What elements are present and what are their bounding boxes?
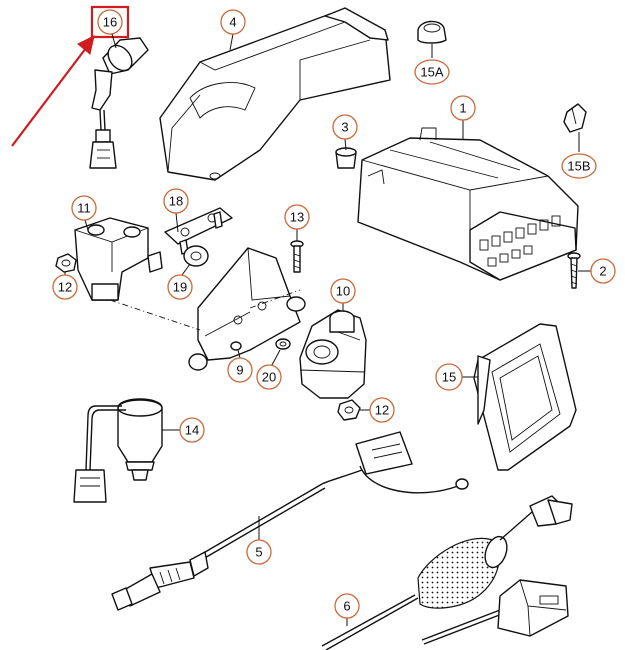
svg-text:15: 15 (442, 370, 456, 385)
svg-text:5: 5 (255, 545, 262, 560)
svg-text:10: 10 (336, 284, 350, 299)
svg-text:15B: 15B (567, 159, 590, 174)
callout-12-left[interactable]: 12 (52, 272, 78, 300)
converter-part-10[interactable] (299, 309, 367, 399)
callout-11[interactable]: 11 (71, 195, 97, 231)
washer-part-20[interactable] (275, 338, 291, 350)
svg-text:11: 11 (77, 201, 91, 216)
highlight-arrow (11, 35, 95, 147)
svg-text:3: 3 (341, 120, 348, 135)
nut-part-12b[interactable] (337, 399, 361, 421)
valve-part-11[interactable] (74, 217, 163, 301)
callout-18[interactable]: 18 (163, 188, 189, 233)
nut-part-12a[interactable] (55, 253, 77, 273)
oxygen-sensor-part-5[interactable] (111, 431, 469, 611)
callout-13[interactable]: 13 (284, 204, 310, 241)
callout-2[interactable]: 2 (578, 258, 616, 284)
svg-text:13: 13 (290, 210, 304, 225)
callout-15[interactable]: 15 (435, 363, 478, 391)
mount-bracket-part-9[interactable] (109, 247, 306, 371)
clip-part-15b[interactable] (563, 103, 587, 133)
screw-part-2[interactable] (567, 252, 581, 289)
bracket-part-18[interactable] (164, 207, 233, 255)
fuel-pump-part-14[interactable] (73, 398, 163, 503)
callout-5[interactable]: 5 (246, 516, 272, 565)
svg-text:2: 2 (599, 264, 606, 279)
bushing-part-19[interactable] (183, 245, 209, 267)
callout-14[interactable]: 14 (162, 417, 205, 443)
svg-text:14: 14 (185, 423, 199, 438)
svg-text:4: 4 (229, 15, 236, 30)
control-unit-part-1[interactable] (357, 127, 579, 281)
grommet-part-15a[interactable] (417, 20, 447, 44)
buffer-part-3[interactable] (335, 147, 357, 169)
svg-text:12: 12 (58, 280, 72, 295)
svg-text:12: 12 (375, 403, 389, 418)
callout-16[interactable]: 16 (90, 5, 130, 49)
svg-text:16: 16 (103, 15, 117, 30)
svg-text:9: 9 (236, 363, 243, 378)
svg-text:18: 18 (169, 194, 183, 209)
callout-20[interactable]: 20 (256, 349, 282, 390)
svg-text:6: 6 (343, 599, 350, 614)
svg-text:15A: 15A (420, 65, 443, 80)
callout-1[interactable]: 1 (450, 95, 476, 140)
cover-plate-part-4[interactable] (159, 7, 391, 181)
callout-10[interactable]: 10 (330, 278, 356, 311)
svg-text:1: 1 (459, 101, 466, 116)
svg-text:19: 19 (173, 280, 187, 295)
svg-text:20: 20 (262, 370, 276, 385)
callout-4[interactable]: 4 (220, 9, 246, 51)
callout-9[interactable]: 9 (227, 349, 253, 383)
callout-15b[interactable]: 15B (561, 132, 597, 179)
gasket-part-15[interactable] (473, 323, 577, 471)
harness-part-6[interactable] (321, 495, 573, 650)
bolt-part-13[interactable] (290, 240, 304, 273)
callout-19[interactable]: 19 (167, 263, 193, 300)
callout-12-right[interactable]: 12 (360, 397, 395, 423)
callout-3[interactable]: 3 (332, 114, 358, 151)
callout-6[interactable]: 6 (334, 593, 360, 626)
sensor-part-16[interactable] (89, 37, 149, 169)
callout-15a[interactable]: 15A (414, 44, 450, 85)
